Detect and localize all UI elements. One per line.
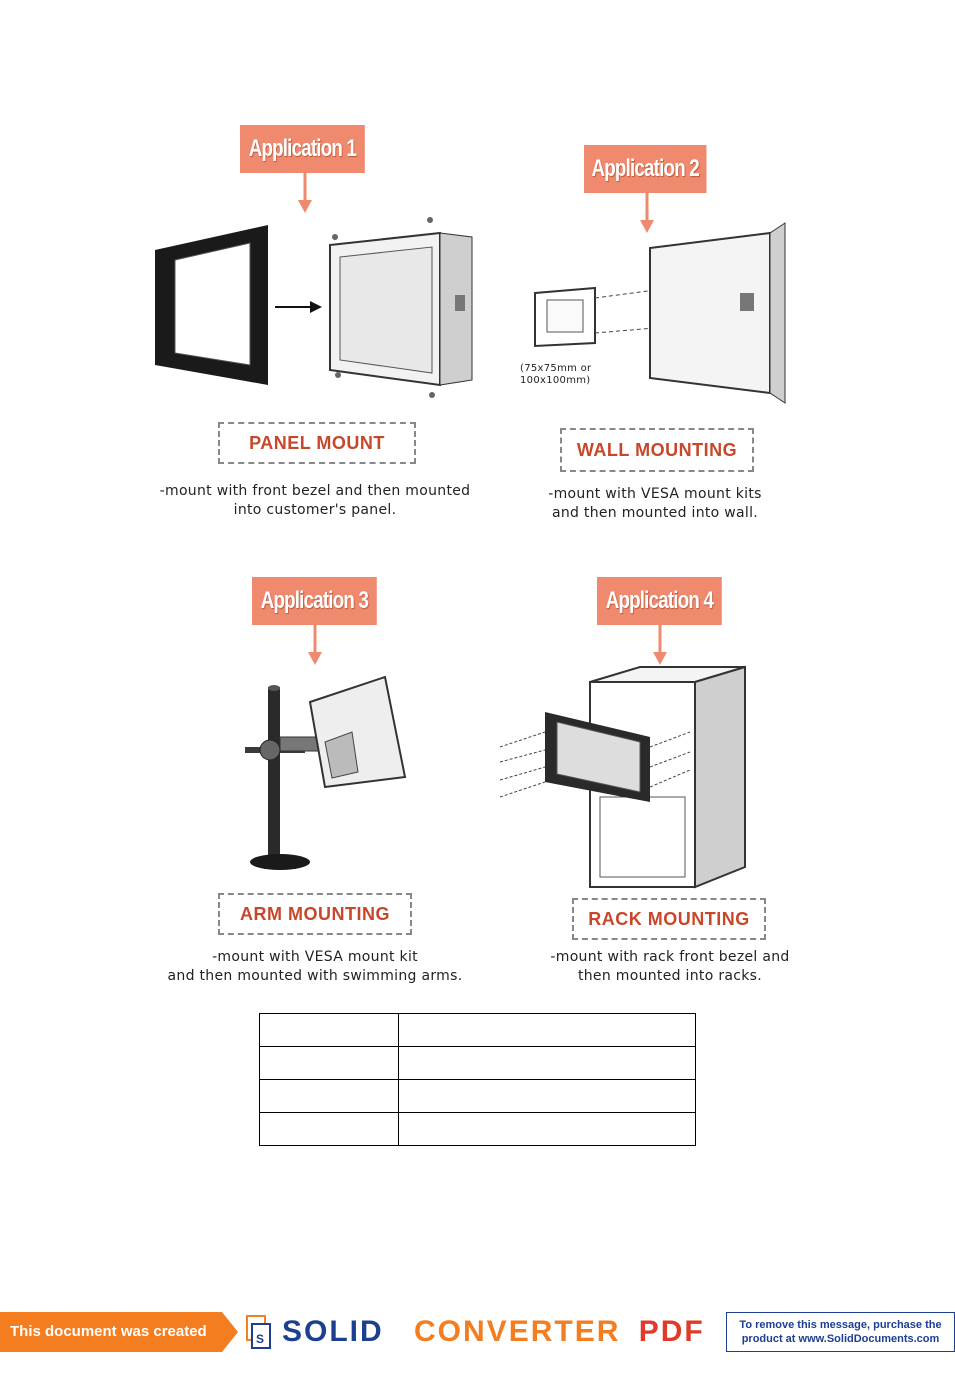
- table-cell: [259, 1046, 399, 1080]
- document-icon: S: [246, 1315, 271, 1349]
- remove-message-line2: product at www.SolidDocuments.com: [741, 1333, 940, 1345]
- table-row: [259, 1013, 696, 1047]
- application-2-badge: Application 2: [584, 145, 707, 193]
- created-using-text: This document was created using: [0, 1312, 222, 1380]
- table-cell: [398, 1046, 696, 1080]
- solid-converter-footer: This document was created using S SOLID …: [0, 1312, 955, 1380]
- vesa-size-note-line2: 100x100mm): [520, 375, 591, 386]
- vesa-size-note: (75x75mm or 100x100mm): [520, 363, 610, 387]
- table-cell: [398, 1013, 696, 1047]
- rack-mounting-illustration: [499, 665, 746, 889]
- solid-converter-logo: SOLID CONVERTER PDF: [282, 1314, 705, 1350]
- remove-message-link[interactable]: To remove this message, purchase the pro…: [726, 1312, 955, 1352]
- panel-mount-description: -mount with front bezel and then mounted…: [120, 482, 510, 520]
- application-4-badge: Application 4: [597, 577, 722, 625]
- svg-text:S: S: [256, 1332, 264, 1346]
- remove-message-line1: To remove this message, purchase the: [739, 1319, 942, 1331]
- table-cell: [259, 1013, 399, 1047]
- application-1-badge: Application 1: [240, 125, 365, 173]
- table-cell: [259, 1079, 399, 1113]
- rack-mounting-label: RACK MOUNTING: [572, 898, 766, 940]
- logo-converter: CONVERTER: [414, 1315, 621, 1348]
- wall-mounting-description-line1: -mount with VESA mount kits: [548, 486, 762, 502]
- table-cell: [398, 1112, 696, 1146]
- wall-mounting-description-line2: and then mounted into wall.: [551, 505, 759, 521]
- wall-mounting-label: WALL MOUNTING: [560, 428, 754, 472]
- wall-mounting-description: -mount with VESA mount kits and then mou…: [500, 485, 810, 523]
- application-2-arrow: [640, 190, 654, 233]
- panel-mount-description-line1: -mount with front bezel and then mounted: [159, 483, 471, 499]
- table-row: [259, 1046, 696, 1080]
- table-row: [259, 1079, 696, 1113]
- application-3-badge: Application 3: [252, 577, 377, 625]
- rack-mounting-description-line2: then mounted into racks.: [577, 968, 763, 984]
- panel-mount-illustration: [155, 217, 473, 398]
- arm-mounting-description-line2: and then mounted with swimming arms.: [167, 968, 463, 984]
- application-1-arrow: [298, 170, 312, 213]
- logo-solid: SOLID: [282, 1315, 384, 1348]
- rack-mounting-description-line1: -mount with rack front bezel and: [550, 949, 790, 965]
- rack-mounting-description: -mount with rack front bezel and then mo…: [510, 948, 830, 986]
- application-3-arrow: [308, 622, 322, 665]
- table-cell: [259, 1112, 399, 1146]
- table-row: [259, 1112, 696, 1146]
- arm-mounting-label: ARM MOUNTING: [218, 893, 412, 935]
- panel-mount-description-line2: into customer's panel.: [233, 502, 397, 518]
- table-cell: [398, 1079, 696, 1113]
- vesa-size-note-line1: (75x75mm or: [520, 363, 592, 374]
- wall-mounting-illustration: [534, 222, 786, 404]
- arm-mounting-illustration: [245, 675, 407, 870]
- empty-table: [259, 1013, 696, 1146]
- application-4-arrow: [653, 622, 667, 665]
- panel-mount-label: PANEL MOUNT: [218, 422, 416, 464]
- logo-pdf: PDF: [638, 1315, 705, 1348]
- arm-mounting-description: -mount with VESA mount kit and then moun…: [130, 948, 500, 986]
- arm-mounting-description-line1: -mount with VESA mount kit: [212, 949, 418, 965]
- footer-arrow-icon: [222, 1312, 238, 1352]
